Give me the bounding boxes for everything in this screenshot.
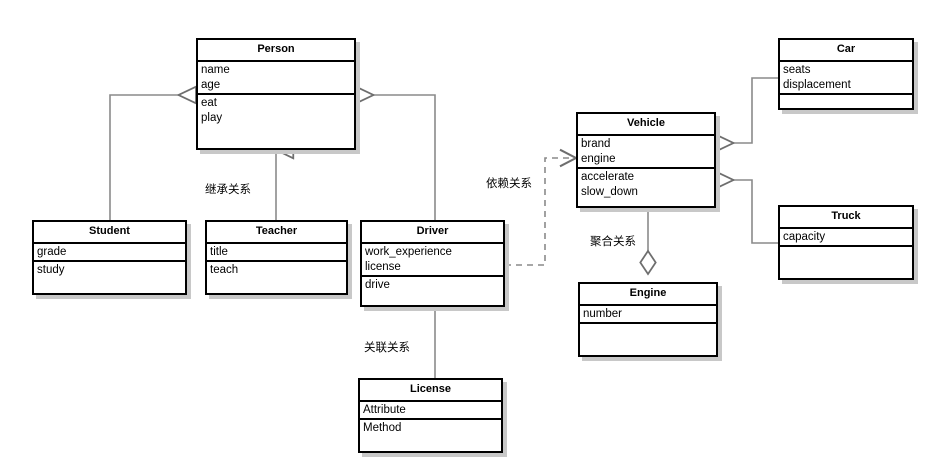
attribute-row: capacity <box>783 231 826 243</box>
class-name-vehicle: Vehicle <box>578 114 714 136</box>
class-box-engine[interactable]: Engine number <box>578 282 718 357</box>
class-operations-engine <box>580 324 716 326</box>
attribute-row: brand <box>581 138 611 150</box>
attribute-row: name <box>201 64 230 76</box>
class-attributes-driver: work_experience license <box>362 244 503 277</box>
edge-car-inherits-vehicle <box>716 77 778 143</box>
class-attributes-teacher: title <box>207 244 346 262</box>
class-name-person: Person <box>198 40 354 62</box>
edge-driver-inherits-person <box>356 95 436 220</box>
class-name-license: License <box>360 380 501 402</box>
operation-row: eat <box>201 97 217 109</box>
class-operations-vehicle: accelerate slow_down <box>578 169 714 201</box>
class-name-truck: Truck <box>780 207 912 229</box>
class-box-license[interactable]: License Attribute Method <box>358 378 503 453</box>
operation-row: slow_down <box>581 186 638 198</box>
attribute-row: Attribute <box>363 404 406 416</box>
class-box-car[interactable]: Car seats displacement <box>778 38 914 110</box>
class-attributes-engine: number <box>580 306 716 324</box>
class-box-person[interactable]: Person name age eat play <box>196 38 356 150</box>
edge-student-inherits-person <box>109 95 196 220</box>
attribute-row: age <box>201 79 221 91</box>
relationship-label-aggregation: 聚合关系 <box>590 234 636 248</box>
class-box-teacher[interactable]: Teacher title teach <box>205 220 348 295</box>
class-name-teacher: Teacher <box>207 222 346 244</box>
relationship-label-association: 关联关系 <box>364 340 410 354</box>
attribute-row: grade <box>37 246 67 258</box>
attribute-row: seats <box>783 64 811 76</box>
edge-driver-depends-vehicle <box>505 158 576 266</box>
class-name-student: Student <box>34 222 185 244</box>
operation-row: Method <box>363 422 402 434</box>
operation-row: play <box>201 112 223 124</box>
operation-row: study <box>37 264 65 276</box>
class-operations-teacher: teach <box>207 262 346 279</box>
class-name-car: Car <box>780 40 912 62</box>
operation-row: accelerate <box>581 171 635 183</box>
attribute-row: title <box>210 246 228 258</box>
relationship-label-dependency: 依赖关系 <box>486 176 532 190</box>
class-attributes-vehicle: brand engine <box>578 136 714 169</box>
attribute-row: displacement <box>783 79 851 91</box>
class-name-engine: Engine <box>580 284 716 306</box>
operation-row: drive <box>365 279 390 291</box>
attribute-row: engine <box>581 153 616 165</box>
class-box-vehicle[interactable]: Vehicle brand engine accelerate slow_dow… <box>576 112 716 208</box>
class-operations-license: Method <box>360 420 501 437</box>
class-box-truck[interactable]: Truck capacity <box>778 205 914 280</box>
class-box-driver[interactable]: Driver work_experience license drive <box>360 220 505 307</box>
class-name-driver: Driver <box>362 222 503 244</box>
class-attributes-student: grade <box>34 244 185 262</box>
attribute-row: number <box>583 308 622 320</box>
class-box-student[interactable]: Student grade study <box>32 220 187 295</box>
class-attributes-car: seats displacement <box>780 62 912 95</box>
class-operations-car <box>780 95 912 97</box>
operation-row: teach <box>210 264 239 276</box>
relationship-label-inheritance: 继承关系 <box>205 182 251 196</box>
class-attributes-truck: capacity <box>780 229 912 247</box>
class-attributes-person: name age <box>198 62 354 95</box>
class-operations-driver: drive <box>362 277 503 294</box>
class-operations-truck <box>780 247 912 249</box>
class-operations-student: study <box>34 262 185 279</box>
class-operations-person: eat play <box>198 95 354 127</box>
class-attributes-license: Attribute <box>360 402 501 420</box>
attribute-row: work_experience <box>365 246 452 258</box>
edge-truck-inherits-vehicle <box>716 180 778 244</box>
attribute-row: license <box>365 261 401 273</box>
